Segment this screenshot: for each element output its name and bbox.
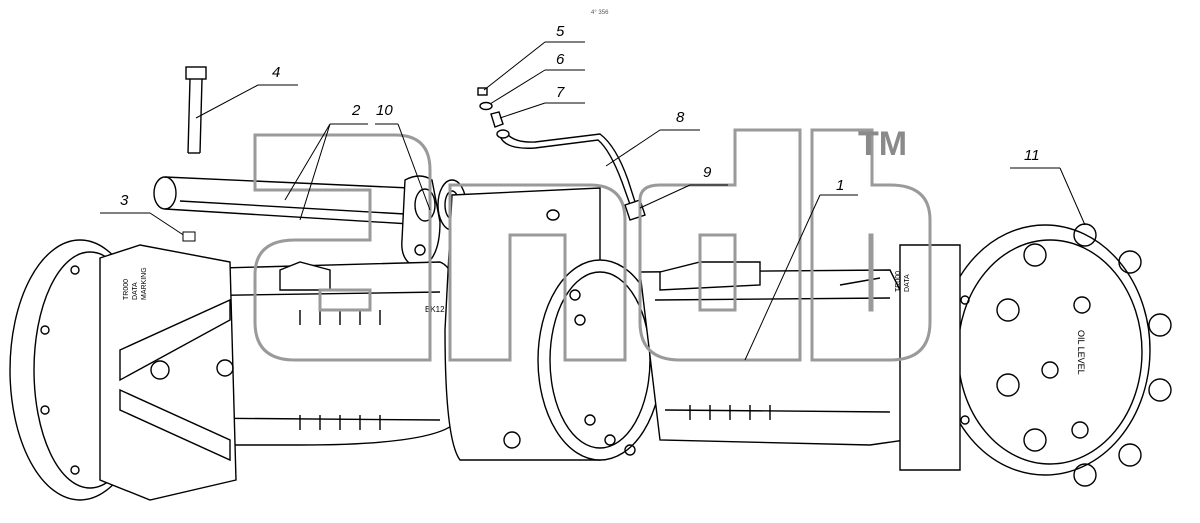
bolt-part	[185, 66, 207, 154]
left-plate-line-3: MARKING	[141, 267, 148, 300]
fittings-parts	[477, 87, 504, 128]
left-plate-line-2: DATA	[132, 282, 139, 300]
callout-4: 4	[272, 64, 280, 81]
differential-drum	[444, 187, 663, 461]
right-plate-line-1: TR000	[895, 271, 902, 292]
housing-code-text: BK12	[425, 305, 445, 314]
watermark-letter-d	[638, 128, 802, 362]
right-plate-line-2: DATA	[904, 274, 911, 292]
callout-9: 9	[703, 164, 712, 181]
callouts: 1 2 10 3 4 5 6 7 8	[100, 23, 1086, 361]
callout-5: 5	[556, 23, 565, 40]
callout-3: 3	[120, 192, 129, 209]
right-axle-housing	[639, 261, 906, 446]
header-text: 4° 356	[591, 10, 609, 16]
shaft-part	[153, 176, 411, 225]
watermark-letter-n	[448, 183, 627, 362]
right-hub	[899, 223, 1172, 487]
callout-2: 2	[351, 102, 361, 119]
nut-part	[182, 231, 196, 242]
left-hub	[9, 239, 237, 501]
watermark-letter-b	[810, 128, 932, 362]
watermark-logo	[253, 128, 932, 362]
callout-7: 7	[556, 84, 565, 101]
watermark-letter-a	[253, 133, 432, 362]
part-markings: TR000 DATA MARKING TR000 DATA OIL LEVEL …	[123, 267, 1086, 374]
callout-10: 10	[376, 102, 393, 119]
left-plate-line-1: TR000	[123, 279, 130, 300]
hub-oil-level-text: OIL LEVEL	[1076, 330, 1086, 375]
callout-1: 1	[836, 177, 844, 194]
arm-bracket-part	[401, 175, 441, 269]
watermark-trademark: TM	[858, 125, 907, 163]
callout-11: 11	[1024, 147, 1040, 164]
axle-assembly-drawing	[9, 66, 1172, 501]
callout-8: 8	[676, 109, 685, 126]
callout-6: 6	[556, 51, 565, 68]
